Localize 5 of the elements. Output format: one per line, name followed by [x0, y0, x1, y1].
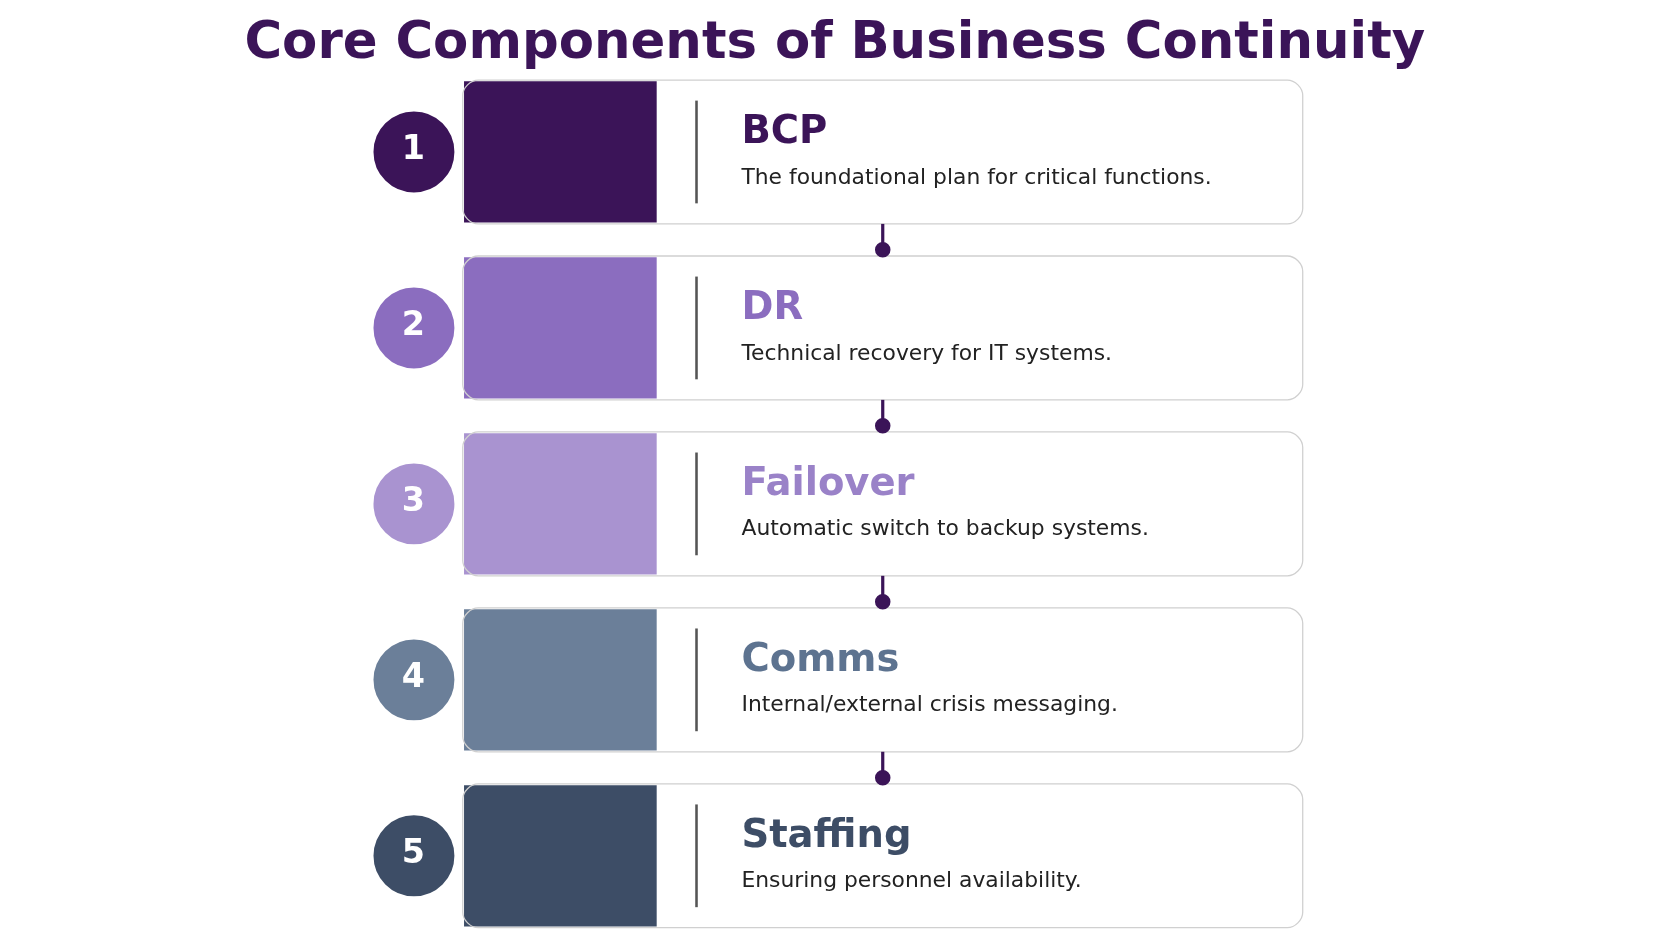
connector: [874, 223, 890, 258]
connector: [874, 575, 890, 610]
connector: [874, 399, 890, 434]
diagram-title: Core Components of Business Continuity: [243, 10, 1425, 71]
connector: [874, 751, 890, 786]
